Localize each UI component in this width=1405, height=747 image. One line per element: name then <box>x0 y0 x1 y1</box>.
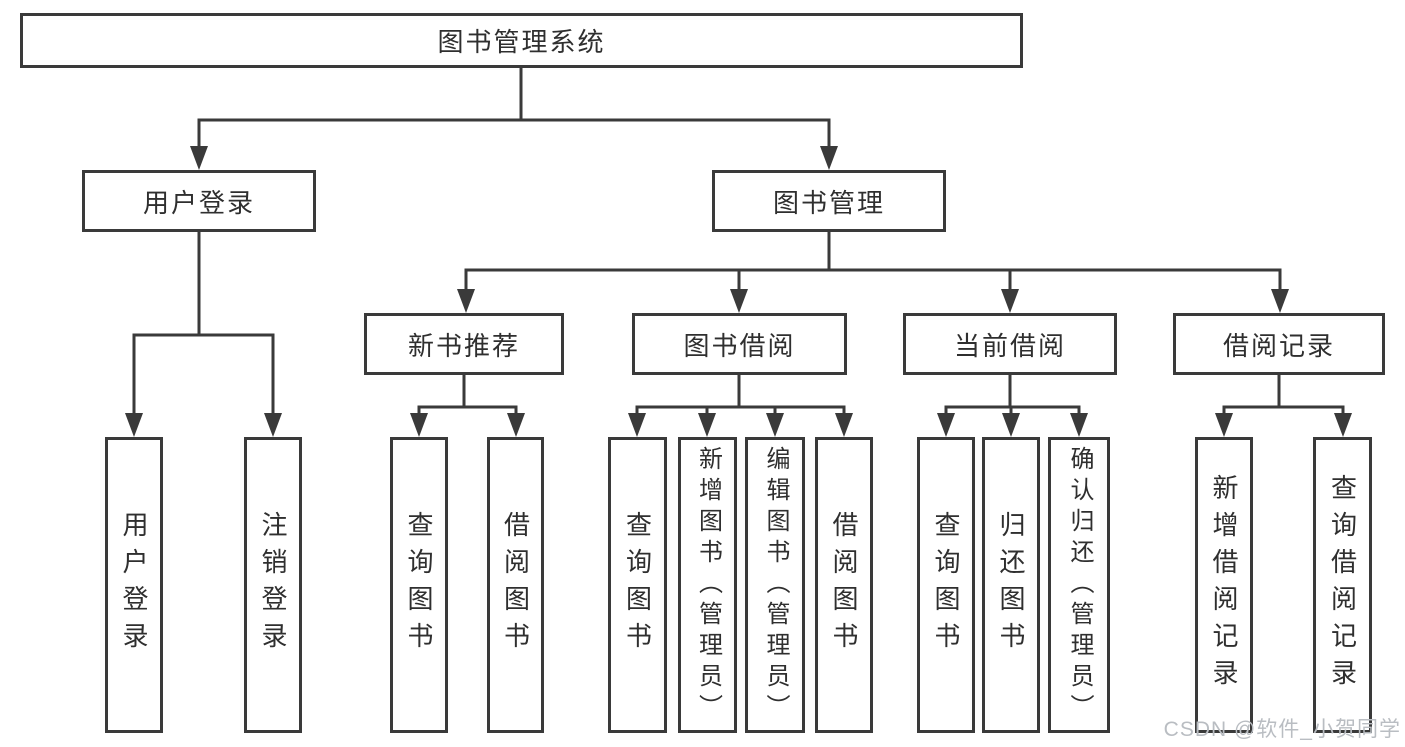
connector-book-management-to-level3 <box>457 230 1289 313</box>
watermark: CSDN @软件_小贺同学 <box>1163 718 1401 741</box>
leaf-user-login-label: 用户登录 <box>119 511 149 659</box>
leaf-recommend-borrow-books-label: 借阅图书 <box>500 511 531 659</box>
connector-current-to-leaves <box>937 373 1088 437</box>
connector-root-to-level2 <box>190 66 838 170</box>
leaf-logout: 注销登录 <box>244 437 302 733</box>
leaf-borrow-edit-book-admin-label: 编辑图书（管理员） <box>762 445 789 725</box>
leaf-borrow-query-books: 查询图书 <box>608 437 667 733</box>
leaf-recommend-query-books-label: 查询图书 <box>404 511 434 659</box>
connector-records-to-leaves <box>1215 373 1352 437</box>
leaf-user-login: 用户登录 <box>105 437 163 733</box>
node-current-borrow: 当前借阅 <box>903 313 1117 375</box>
node-borrow-records: 借阅记录 <box>1173 313 1385 375</box>
leaf-borrow-edit-book-admin: 编辑图书（管理员） <box>745 437 805 733</box>
node-book-management-label: 图书管理 <box>772 187 885 218</box>
node-root: 图书管理系统 <box>20 13 1023 68</box>
leaf-current-confirm-return-admin: 确认归还（管理员） <box>1048 437 1110 733</box>
node-user-login: 用户登录 <box>82 170 316 232</box>
node-root-label: 图书管理系统 <box>437 27 606 57</box>
connector-recommend-to-leaves <box>410 373 525 437</box>
node-user-login-label: 用户登录 <box>142 187 255 218</box>
leaf-current-query-books: 查询图书 <box>917 437 975 733</box>
leaf-current-return-books-label: 归还图书 <box>996 511 1026 659</box>
node-book-borrow: 图书借阅 <box>632 313 847 375</box>
leaf-current-return-books: 归还图书 <box>982 437 1040 733</box>
leaf-recommend-borrow-books: 借阅图书 <box>487 437 544 733</box>
leaf-logout-label: 注销登录 <box>258 511 288 659</box>
leaf-borrow-add-book-admin-label: 新增图书（管理员） <box>694 445 722 725</box>
node-new-book-recommend: 新书推荐 <box>364 313 564 375</box>
leaf-current-confirm-return-admin-label: 确认归还（管理员） <box>1066 445 1093 725</box>
leaf-recommend-query-books: 查询图书 <box>390 437 448 733</box>
node-new-book-recommend-label: 新书推荐 <box>407 330 520 361</box>
leaf-borrow-add-book-admin: 新增图书（管理员） <box>678 437 737 733</box>
leaf-records-add-record-label: 新增借阅记录 <box>1209 474 1239 696</box>
node-book-borrow-label: 图书借阅 <box>683 330 796 361</box>
leaf-borrow-query-books-label: 查询图书 <box>622 511 653 659</box>
leaf-borrow-borrow-books-label: 借阅图书 <box>829 511 859 659</box>
node-current-borrow-label: 当前借阅 <box>953 330 1066 361</box>
leaf-current-query-books-label: 查询图书 <box>931 511 961 659</box>
leaf-records-add-record: 新增借阅记录 <box>1195 437 1253 733</box>
connector-borrow-to-leaves <box>628 373 853 437</box>
connector-user-login-to-leaves <box>125 230 282 437</box>
leaf-records-query-record-label: 查询借阅记录 <box>1327 474 1358 696</box>
leaf-borrow-borrow-books: 借阅图书 <box>815 437 873 733</box>
node-borrow-records-label: 借阅记录 <box>1222 330 1335 361</box>
leaf-records-query-record: 查询借阅记录 <box>1313 437 1372 733</box>
node-book-management: 图书管理 <box>712 170 946 232</box>
